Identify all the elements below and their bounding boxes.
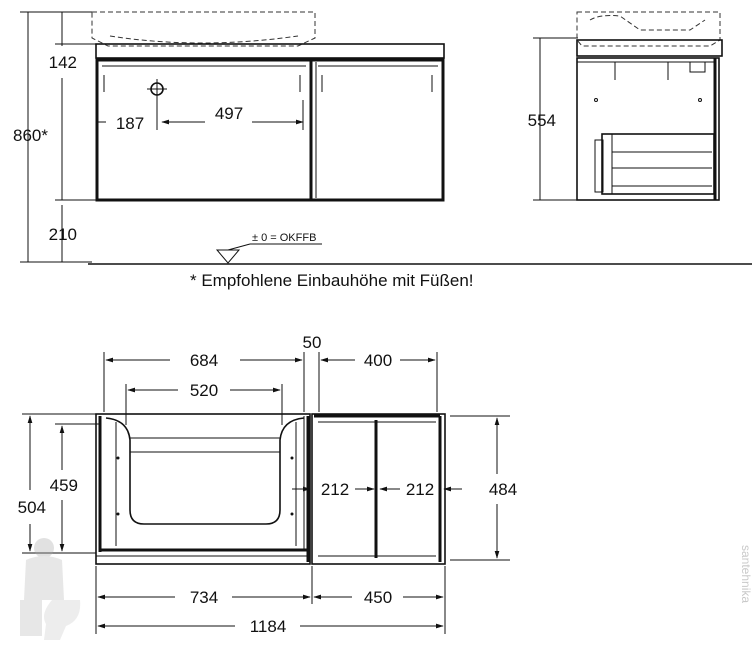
floor-level-label: ± 0 = OKFFB bbox=[252, 232, 316, 244]
total-height-label: 860* bbox=[13, 126, 48, 145]
floor-level-icon bbox=[215, 243, 322, 264]
top-height-label: 142 bbox=[49, 53, 77, 72]
plan-view: 684 50 400 520 504 459 bbox=[18, 333, 518, 636]
countertop bbox=[95, 43, 445, 59]
drain-hole-icon bbox=[147, 79, 167, 99]
right-width-label: 450 bbox=[364, 588, 392, 607]
compartment-a-label: 212 bbox=[321, 480, 349, 499]
gap-width-label: 50 bbox=[303, 333, 322, 352]
hole-offset-label: 187 bbox=[116, 114, 144, 133]
bottom-height-label: 210 bbox=[49, 225, 77, 244]
footnote: * Empfohlene Einbauhöhe mit Füßen! bbox=[190, 271, 474, 290]
front-view: 860* 142 210 187 497 bbox=[13, 11, 752, 265]
side-drawer bbox=[601, 133, 715, 195]
basin-shape bbox=[105, 417, 305, 525]
side-view: 554 bbox=[528, 11, 723, 201]
plumber-mascot-icon bbox=[20, 538, 81, 640]
left-width-label: 734 bbox=[190, 588, 218, 607]
basin-width-label: 520 bbox=[190, 381, 218, 400]
right-inner-width-label: 400 bbox=[364, 351, 392, 370]
side-cabinet bbox=[576, 57, 720, 201]
left-depth-outer-label: 504 bbox=[18, 498, 46, 517]
total-width-label: 1184 bbox=[250, 617, 287, 636]
basin-outline bbox=[91, 11, 316, 47]
left-inner-width-label: 684 bbox=[190, 351, 218, 370]
compartment-b-label: 212 bbox=[406, 480, 434, 499]
left-cabinet-plan bbox=[95, 413, 311, 565]
watermark-text: santehnika bbox=[739, 545, 753, 603]
left-depth-inner-label: 459 bbox=[50, 476, 78, 495]
cabinet-body bbox=[95, 58, 445, 202]
side-height-label: 554 bbox=[528, 111, 556, 130]
right-depth-label: 484 bbox=[489, 480, 517, 499]
hole-span-label: 497 bbox=[215, 104, 243, 123]
